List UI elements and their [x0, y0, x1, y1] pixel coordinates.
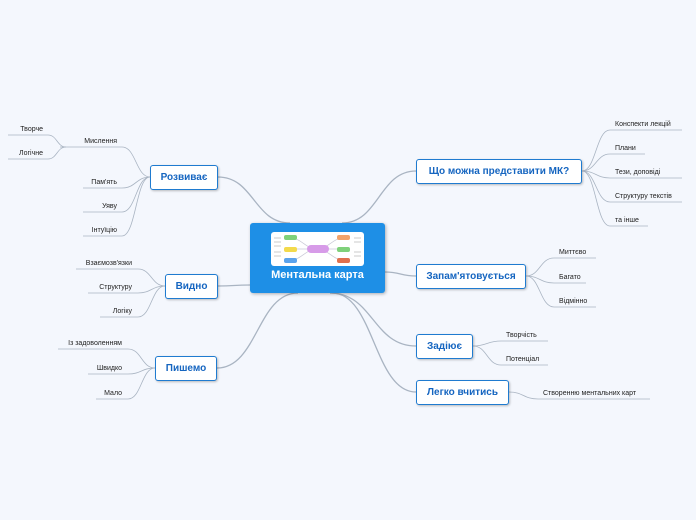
connector-zapamiatovuietsia-0: [525, 257, 555, 277]
connector-lohichne: [47, 146, 67, 160]
subtopic-tvorchist[interactable]: Творчість: [506, 332, 537, 339]
connector-pyshemo-2: [127, 367, 156, 400]
connector-shcho-mozhna-0: [581, 129, 611, 172]
mind-map-thumbnail-image: [271, 232, 364, 266]
subtopic-stvorenniu-mentalnykh-kart[interactable]: Створенню ментальних карт: [543, 390, 637, 397]
topic-rozvyvaie[interactable]: Розвиває: [150, 165, 218, 190]
connector-vydno-0: [137, 268, 166, 287]
subtopic-bahato[interactable]: Багато: [559, 274, 581, 281]
connector-shcho-mozhna-4: [581, 170, 611, 227]
topic-zadiiuie[interactable]: Задіює: [416, 334, 473, 359]
central-topic-title: Ментальна карта: [271, 269, 364, 281]
connector-pyshemo: [216, 292, 299, 369]
subtopic-tvorche[interactable]: Творче: [20, 126, 43, 133]
connector-zapamiatovuietsia: [384, 271, 417, 277]
connector-pyshemo-0: [127, 348, 156, 369]
topic-pyshemo[interactable]: Пишемо: [155, 356, 217, 381]
subtopic-shvydko[interactable]: Швидко: [96, 365, 122, 372]
connector-vydno: [217, 284, 251, 287]
subtopic-lohichne[interactable]: Логічне: [18, 150, 43, 157]
central-topic[interactable]: Ментальна карта: [250, 223, 385, 293]
connector-lehko-vchytys: [331, 292, 417, 393]
topic-shcho-mozhna[interactable]: Що можна представити МК?: [416, 159, 582, 184]
subtopic-potentsial[interactable]: Потенціал: [506, 356, 540, 363]
subtopic-ta-inshe[interactable]: та інше: [615, 217, 639, 224]
subtopic-lohiku[interactable]: Логіку: [112, 308, 132, 315]
subtopic-intuitsiiu[interactable]: Інтуїцію: [91, 227, 117, 234]
subtopic-konspekty-lektsii[interactable]: Конспекти лекцій: [615, 121, 671, 128]
subtopic-strukturu-tekstiv[interactable]: Структуру текстів: [615, 193, 672, 200]
subtopic-vzaiemozviazky[interactable]: Взаємозв'язки: [85, 260, 132, 267]
subtopic-pamiat[interactable]: Пам'ять: [91, 179, 117, 186]
subtopic-vidminno[interactable]: Відмінно: [559, 298, 588, 305]
connector-zadiiuie-0: [472, 340, 502, 347]
connector-zadiiuie: [329, 292, 417, 347]
subtopic-malo[interactable]: Мало: [104, 390, 122, 397]
connector-rozvyvaie-0: [121, 146, 151, 178]
connector-shcho-mozhna-1: [581, 153, 611, 172]
subtopic-strukturu[interactable]: Структуру: [99, 284, 132, 291]
subtopic-myslennia[interactable]: Мислення: [84, 138, 117, 145]
connector-zadiiuie-1: [472, 345, 502, 366]
topic-zapamiatovuietsia[interactable]: Запам'ятовується: [416, 264, 526, 289]
connector-rozvyvaie: [217, 176, 291, 224]
subtopic-plany[interactable]: Плани: [615, 145, 636, 152]
subtopic-tezy-dopovidi[interactable]: Тези, доповіді: [615, 169, 661, 176]
connector-shcho-mozhna: [341, 170, 417, 224]
subtopic-myttievo[interactable]: Миттєво: [559, 249, 587, 256]
subtopic-uiavu[interactable]: Уяву: [102, 203, 117, 210]
connector-lehko-vchytys-0: [508, 391, 539, 400]
topic-lehko-vchytys[interactable]: Легко вчитись: [416, 380, 509, 405]
topic-vydno[interactable]: Видно: [165, 274, 218, 299]
subtopic-iz-zadovolenniam[interactable]: Із задоволенням: [68, 340, 122, 347]
connector-tvorche: [47, 134, 67, 148]
connector-vydno-2: [137, 285, 166, 318]
connector-rozvyvaie-3: [121, 176, 151, 237]
connector-zapamiatovuietsia-2: [525, 275, 555, 308]
